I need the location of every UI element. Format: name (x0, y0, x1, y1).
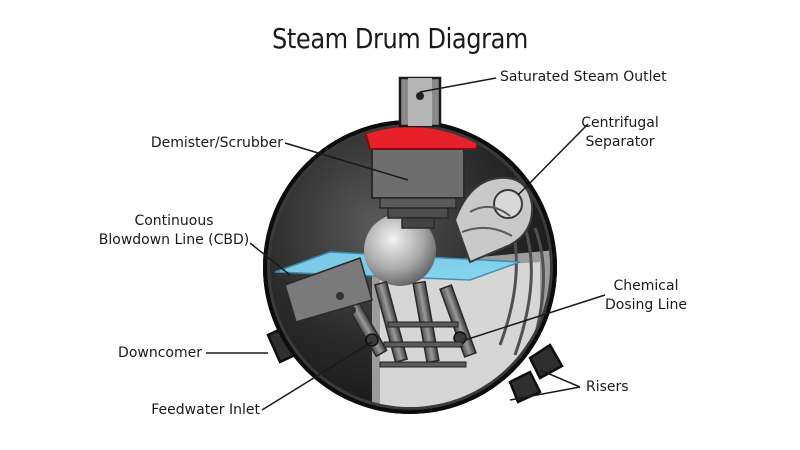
steam-outlet-pipe (398, 76, 442, 128)
label-saturated-steam-outlet: Saturated Steam Outlet (500, 69, 667, 85)
label-continuous-blowdown-line: Continuous Blowdown Line (CBD) (98, 213, 250, 248)
pipe-supports (379, 321, 467, 368)
label-demister-scrubber: Demister/Scrubber (150, 135, 283, 151)
label-centrifugal-separator: Centrifugal Separator (581, 115, 659, 150)
diagram-title: Steam Drum Diagram (272, 22, 528, 55)
label-risers: Risers (586, 379, 629, 395)
label-feedwater-inlet: Feedwater Inlet (151, 402, 260, 418)
label-downcomer: Downcomer (118, 345, 202, 361)
leader-lines (206, 77, 606, 411)
riser-pipes (508, 343, 564, 404)
centrifugal-separator (453, 176, 534, 264)
steam-space-sphere (364, 214, 436, 286)
label-chemical-dosing-line: Chemical Dosing Line (605, 278, 687, 313)
